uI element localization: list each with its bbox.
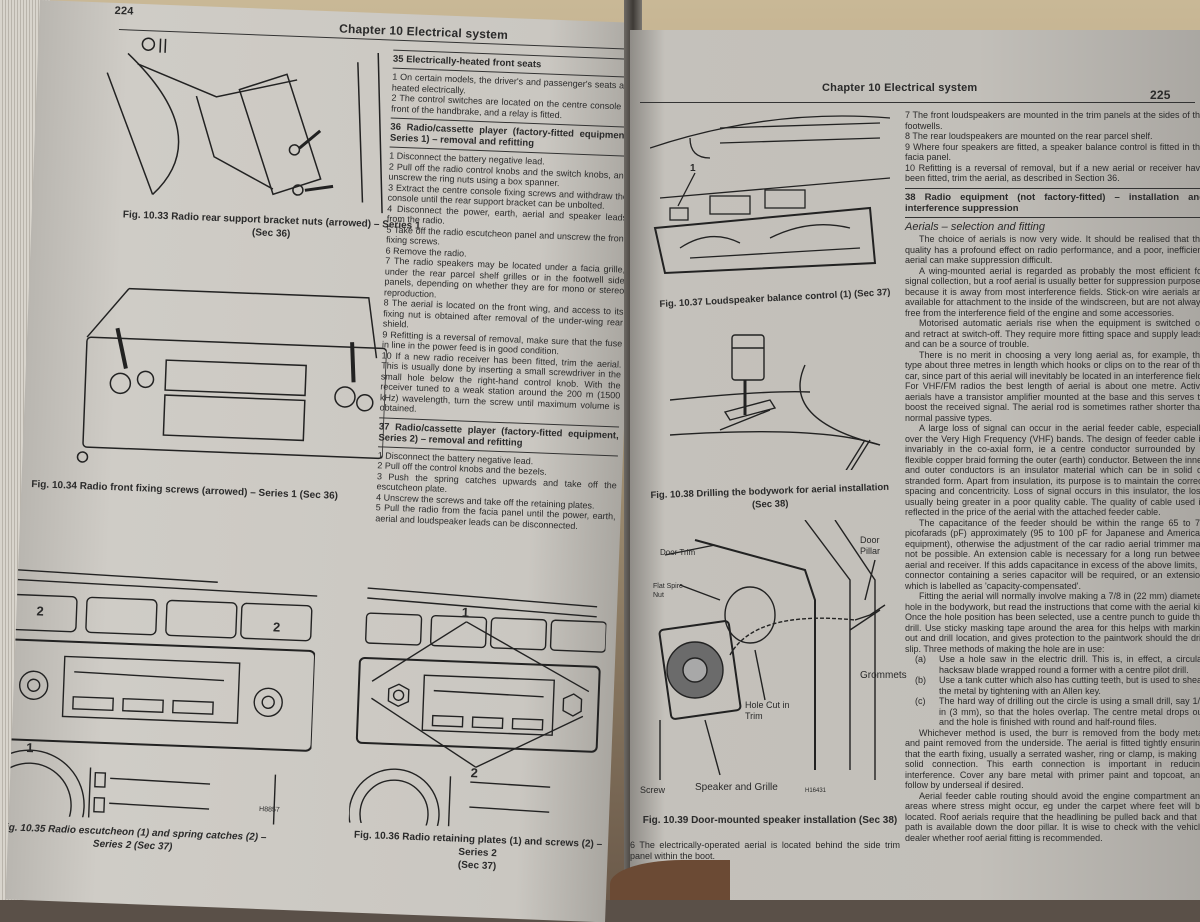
figure-10-35-caption: Fig. 10.35 Radio escutcheon (1) and spri…: [5, 820, 298, 859]
callout-label: 1: [26, 740, 34, 756]
figure-ref-code: H8857: [258, 806, 280, 814]
right-page-number: 225: [1150, 88, 1171, 102]
label-flat-spire-nut: Flat Spire Nut: [653, 583, 683, 599]
paragraph: 10 Refitting is a reversal of removal, b…: [905, 162, 1200, 184]
method-text: Use a tank cutter which also has cutting…: [939, 675, 1200, 696]
aerials-subheading: Aerials – selection and fitting: [905, 220, 1046, 233]
figure-10-34: [62, 266, 389, 478]
method-item: (c) The hard way of drilling out the circ…: [905, 696, 1200, 728]
section-37-heading: 37 Radio/cassette player (factory-fitted…: [378, 416, 620, 457]
label-door-pillar: Door Pillar: [860, 535, 881, 556]
method-label: (a): [915, 654, 926, 664]
label-grommets: Grommets: [860, 670, 907, 681]
label-hole-cut: Hole Cut in Trim: [745, 700, 790, 721]
right-text-column: 7 The front loudspeakers are mounted in …: [905, 110, 1200, 843]
header-rule: [640, 102, 1195, 103]
figure-10-35: 2 2 1 H8857: [5, 553, 318, 826]
figure-10-37: 1: [650, 108, 890, 288]
method-label: (c): [915, 696, 926, 706]
method-item: (b) Use a tank cutter which also has cutt…: [905, 675, 1200, 696]
paragraph: A wing-mounted aerial is regarded as pro…: [905, 265, 1200, 318]
method-label: (b): [915, 675, 926, 685]
callout-label: 2: [470, 765, 479, 781]
paragraph: The choice of aerials is now very wide. …: [905, 234, 1200, 265]
paragraph: Fitting the aerial will normally involve…: [905, 591, 1200, 654]
callout-label: 2: [36, 603, 45, 619]
figure-10-33: [92, 32, 398, 214]
col-left-tail-text: 6 The electrically-operated aerial is lo…: [630, 840, 900, 861]
figure-10-39: Door Trim Flat Spire Nut Door Pillar Gro…: [635, 520, 907, 810]
left-page: 224 Chapter 10 Electrical system Fig. 10…: [5, 0, 640, 922]
left-text-column: 35 Electrically-heated front seats 1 On …: [375, 46, 634, 533]
paragraph: The capacitance of the feeder should be …: [905, 517, 1200, 591]
callout-label: 2: [272, 619, 281, 635]
figure-10-36: 1 2: [348, 573, 608, 833]
callout-label: 1: [690, 163, 696, 174]
label-screw: Screw: [640, 785, 666, 795]
method-text: The hard way of drilling out the circle …: [939, 696, 1200, 727]
label-speaker-and-grille: Speaker and Grille: [695, 782, 778, 793]
paragraph: Whichever method is used, the burr is re…: [905, 727, 1200, 791]
paragraph: 8 The rear loudspeakers are mounted on t…: [905, 131, 1153, 141]
method-item: (a) Use a hole saw in the electric drill.…: [905, 654, 1200, 675]
paragraph: Aerial feeder cable routing should avoid…: [905, 790, 1200, 843]
paragraph: A large loss of signal can occur in the …: [905, 423, 1200, 517]
paragraph: Motorised automatic aerials rise when th…: [905, 318, 1200, 349]
figure-10-38: [670, 320, 910, 470]
figure-ref-code: H16431: [805, 788, 827, 794]
paragraph: 10 If a new radio receiver has been fitt…: [379, 349, 622, 414]
paragraph: 7 The front loudspeakers are mounted in …: [905, 110, 1200, 131]
right-page: Chapter 10 Electrical system 225 1 Fig. …: [630, 30, 1200, 900]
callout-label: 1: [461, 604, 470, 620]
paragraph: 9 Where four speakers are fitted, a spea…: [905, 141, 1200, 163]
paragraph: There is no merit in choosing a very lon…: [905, 349, 1200, 423]
right-running-head: Chapter 10 Electrical system: [822, 82, 978, 94]
figure-10-38-caption: Fig. 10.38 Drilling the bodywork for aer…: [650, 481, 890, 511]
section-36-heading: 36 Radio/cassette player (factory-fitted…: [389, 117, 631, 157]
left-page-number: 224: [114, 4, 134, 18]
table-surface: [610, 860, 730, 900]
figure-10-37-caption: Fig. 10.37 Loudspeaker balance control (…: [659, 286, 891, 311]
section-38-heading: 38 Radio equipment (not factory-fitted) …: [905, 187, 1200, 218]
figure-10-34-caption: Fig. 10.34 Radio front fixing screws (ar…: [31, 479, 339, 502]
method-text: Use a hole saw in the electric drill. Th…: [939, 654, 1200, 675]
label-door-trim: Door Trim: [660, 548, 696, 557]
figure-10-36-caption: Fig. 10.36 Radio retaining plates (1) an…: [337, 828, 618, 878]
figure-10-39-caption: Fig. 10.39 Door-mounted speaker installa…: [642, 815, 898, 826]
